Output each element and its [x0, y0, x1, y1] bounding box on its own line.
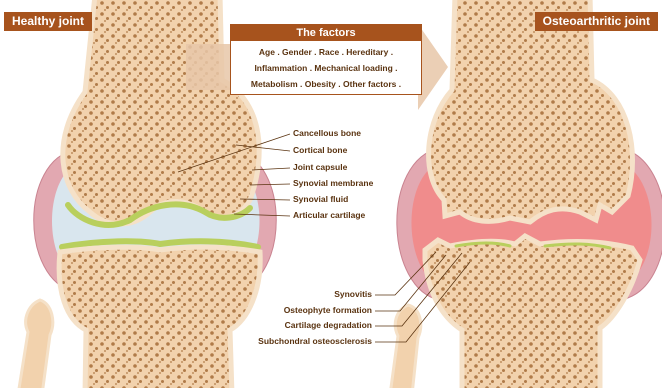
label-synovial-fluid: Synovial fluid	[293, 194, 348, 204]
healthy-fibula	[18, 300, 53, 388]
factors-line-3: Metabolism . Obesity . Other factors .	[233, 76, 419, 92]
healthy-lower-bone	[59, 247, 260, 388]
factors-title: The factors	[231, 25, 421, 41]
label-synovial-membrane: Synovial membrane	[293, 178, 373, 188]
label-cortical-bone: Cortical bone	[293, 145, 347, 155]
oa-fibula	[390, 305, 421, 388]
factors-line-2: Inflammation . Mechanical loading .	[233, 60, 419, 76]
label-joint-capsule: Joint capsule	[293, 162, 347, 172]
healthy-joint-title: Healthy joint	[4, 12, 92, 31]
factors-box: The factors Age . Gender . Race . Heredi…	[230, 24, 422, 95]
label-subchondral-osteosclerosis: Subchondral osteosclerosis	[258, 336, 372, 346]
factors-line-1: Age . Gender . Race . Hereditary .	[233, 44, 419, 60]
label-cartilage-degradation: Cartilage degradation	[285, 320, 372, 330]
label-articular-cartilage: Articular cartilage	[293, 210, 365, 220]
oa-upper-bone	[429, 0, 633, 222]
osteoarthritic-joint-title: Osteoarthritic joint	[535, 12, 658, 31]
label-cancellous-bone: Cancellous bone	[293, 128, 361, 138]
label-osteophyte-formation: Osteophyte formation	[284, 305, 372, 315]
label-synovitis: Synovitis	[334, 289, 372, 299]
